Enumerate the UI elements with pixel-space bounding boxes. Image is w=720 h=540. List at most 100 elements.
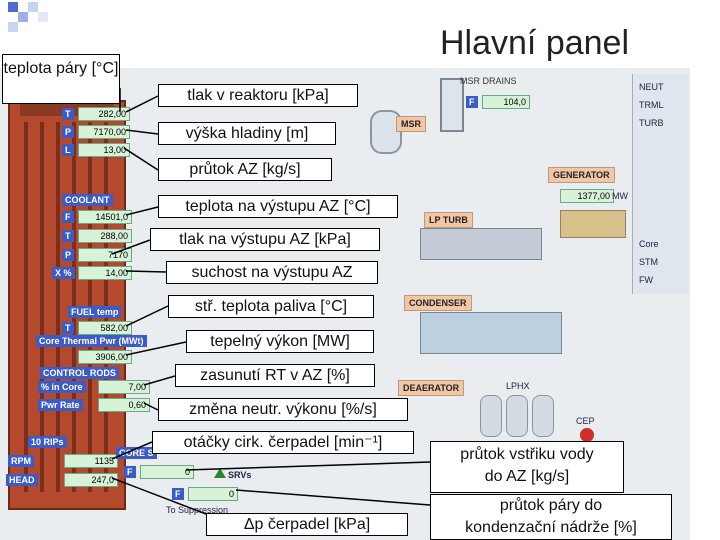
connector-line: [125, 95, 159, 113]
connector-line: [125, 305, 169, 327]
rpm-value: 1135: [64, 454, 118, 468]
connector-line: [123, 147, 159, 171]
callout-outlet-quality: suchost na výstupu AZ: [166, 261, 378, 284]
callout-rod-insertion: zasunutí RT v AZ [%]: [175, 364, 375, 387]
callout-outlet-pressure: tlak na výstupu AZ [kPa]: [150, 228, 380, 251]
generator-label[interactable]: GENERATOR: [548, 167, 615, 183]
core-spray-label: CORE S: [116, 447, 157, 459]
fuel-temp-value: 582,00: [78, 321, 132, 335]
srv-flow-tag: F: [172, 488, 184, 500]
cep-pump-icon[interactable]: [580, 428, 594, 442]
decor-square: [38, 12, 48, 22]
decor-square: [8, 22, 18, 32]
connector-line: [111, 441, 153, 460]
coolant-flow-value: 14501,0: [78, 210, 132, 224]
msr-drains-flow-tag: F: [466, 96, 478, 108]
power-rate-tag: Pwr Rate: [38, 399, 83, 411]
fuel-rod: [56, 122, 60, 492]
lp-turb-label[interactable]: LP TURB: [424, 212, 473, 228]
rpm-label: RPM: [8, 455, 34, 467]
fuel-rod: [40, 122, 44, 492]
steam-temp-value: 282,00: [78, 107, 130, 121]
connector-line: [125, 129, 159, 135]
connector-line: [185, 461, 431, 471]
coolant-quality-value: 14,00: [78, 266, 132, 280]
deaerator-label[interactable]: DEAERATOR: [398, 380, 465, 396]
connector-line: [125, 341, 187, 356]
coolant-quality-tag: X %: [52, 267, 75, 279]
callout-level: výška hladiny [m]: [158, 122, 336, 145]
fuel-temp-tag: T: [62, 322, 74, 334]
srv-flow-value: 0: [188, 487, 238, 501]
coolant-pressure-tag: P: [62, 249, 75, 261]
callout-steam-flow-line2: kondenzační nádrže [%]: [465, 519, 637, 536]
right-panel: NEUT TRML TURB Core STM FW: [632, 74, 689, 294]
pressure-tag: P: [62, 126, 75, 138]
connector-line: [125, 206, 159, 216]
callout-injection-flow-line2: do AZ [kg/s]: [484, 468, 570, 485]
right-panel-trml[interactable]: TRML: [639, 100, 664, 110]
right-panel-fw[interactable]: FW: [639, 275, 653, 285]
lphx-vessel: [506, 395, 528, 437]
rods-in-core-value: 7,00: [98, 380, 150, 394]
rips-label: 10 RIPs: [28, 436, 67, 448]
callout-steam-flow: průtok páry do kondenzační nádrže [%]: [430, 494, 672, 540]
coolant-label: COOLANT: [62, 194, 113, 206]
srvs-label: SRVs: [228, 470, 252, 480]
level-value: 13,00: [78, 143, 130, 157]
fuel-rod: [24, 122, 28, 492]
callout-reactor-pressure: tlak v reaktoru [kPa]: [158, 84, 358, 107]
coolant-temp-tag: T: [62, 230, 74, 242]
right-panel-stm[interactable]: STM: [639, 257, 658, 267]
callout-pump-speed: otáčky cirk. čerpadel [min⁻¹]: [152, 431, 414, 454]
srv-valve-icon[interactable]: [214, 468, 226, 478]
rods-in-core-tag: % in Core: [38, 381, 86, 393]
right-panel-neut[interactable]: NEUT: [639, 82, 664, 92]
steam-temp-tag: T: [62, 108, 74, 120]
condenser-label[interactable]: CONDENSER: [404, 295, 472, 311]
callout-power-rate: změna neutr. výkonu [%/s]: [158, 398, 408, 421]
generator-power-value: 1377,00: [560, 189, 614, 203]
connector-line: [125, 270, 167, 273]
callout-steam-temp-text: teplota páry [°C]: [3, 60, 119, 77]
msr-drains-label: MSR DRAINS: [460, 76, 517, 86]
control-rods-label: CONTROL RODS: [40, 367, 119, 379]
head-label: HEAD: [6, 474, 38, 486]
callout-core-flow: průtok AZ [kg/s]: [158, 158, 332, 181]
callout-steam-flow-line1: průtok páry do: [499, 497, 603, 514]
core-spray-flow-tag: F: [124, 466, 136, 478]
core-spray-flow-value: 0: [140, 465, 194, 479]
connector-line: [111, 477, 207, 515]
msr-drain-tank: [440, 78, 464, 132]
decor-square: [28, 2, 38, 12]
core-power-label: Core Thermal Pwr (MWt): [36, 335, 147, 347]
callout-pump-dp: Δp čerpadel [kPa]: [206, 513, 408, 536]
callout-injection-flow: průtok vstřiku vody do AZ [kg/s]: [430, 441, 624, 493]
lphx-vessel: [480, 395, 502, 437]
lp-turbine-body: [420, 228, 542, 260]
connector-line: [143, 375, 176, 386]
coolant-flow-tag: F: [62, 211, 74, 223]
pressure-value: 7170,00: [78, 125, 130, 139]
right-panel-turb[interactable]: TURB: [639, 118, 664, 128]
condenser-body: [420, 312, 562, 354]
lphx-vessel: [532, 395, 554, 437]
msr-label[interactable]: MSR: [396, 116, 426, 132]
core-power-value: 3906,00: [78, 350, 132, 364]
generator-body: [560, 210, 626, 238]
callout-steam-temp: teplota páry [°C]: [2, 54, 120, 104]
right-panel-core[interactable]: Core: [639, 239, 659, 249]
decor-square: [8, 2, 18, 12]
slide-title: Hlavní panel: [440, 24, 630, 62]
callout-injection-flow-line1: průtok vstřiku vody: [460, 446, 594, 463]
msr-drains-flow-value: 104,0: [482, 95, 530, 109]
msr-vessel: [370, 110, 402, 154]
connector-line: [143, 402, 159, 411]
lphx-label: LPHX: [506, 381, 530, 391]
callout-outlet-temp: teplota na výstupu AZ [°C]: [158, 195, 398, 218]
generator-unit: MW: [612, 191, 628, 201]
coolant-temp-value: 288,00: [78, 229, 132, 243]
decor-square: [18, 12, 28, 22]
fuel-temp-label: FUEL temp: [68, 306, 122, 318]
